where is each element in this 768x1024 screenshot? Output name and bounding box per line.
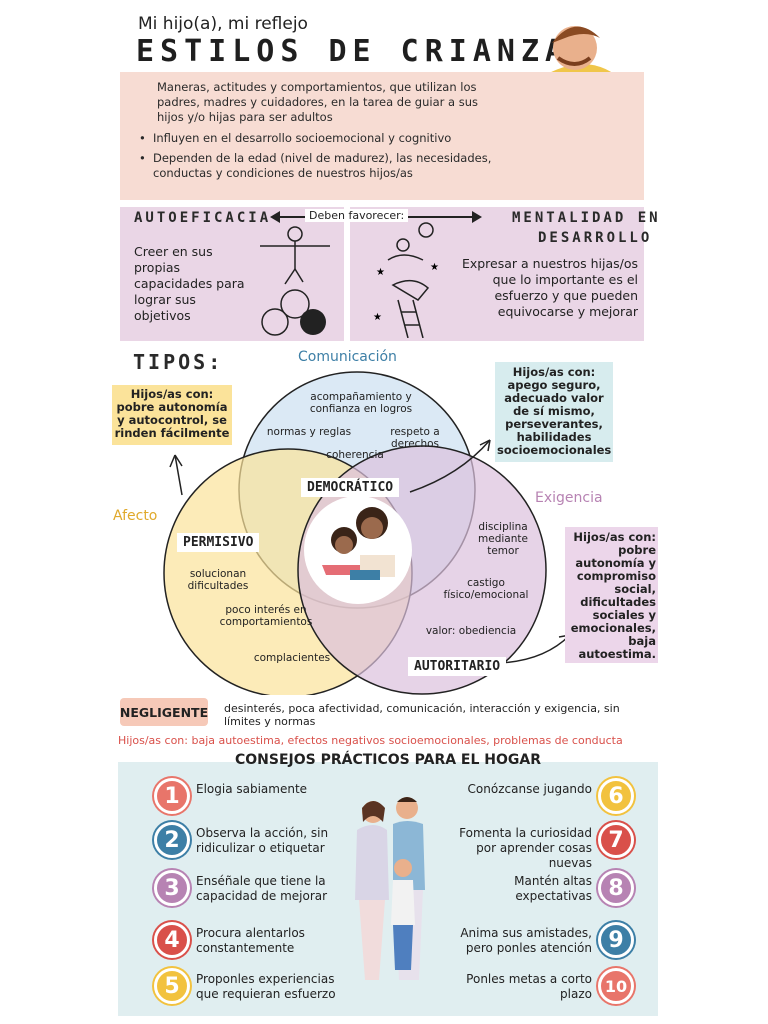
permisivo-label: PERMISIVO bbox=[177, 533, 260, 552]
axis-comunicacion: Comunicación bbox=[298, 349, 397, 365]
tip-text: Fomenta la curiosidad por aprender cosas… bbox=[459, 826, 592, 870]
tip-number-4: 4 bbox=[154, 922, 190, 958]
page-title: ESTILOS DE CRIANZA bbox=[136, 34, 570, 69]
intro-text: Maneras, actitudes y comportamientos, qu… bbox=[157, 80, 478, 124]
autoritario-outcome-card bbox=[565, 527, 658, 663]
intro-bullet: Dependen de la edad (nivel de madurez), … bbox=[137, 151, 497, 181]
mentalidad-title-line1: MENTALIDAD EN bbox=[512, 210, 661, 226]
democratico-note: acompañamiento y confianza en logros bbox=[309, 391, 413, 415]
tip-text: Mantén altas expectativas bbox=[514, 874, 592, 903]
tip-text: Ponles metas a corto plazo bbox=[466, 972, 592, 1001]
tip-number-3: 3 bbox=[154, 870, 190, 906]
tip-number-text: 1 bbox=[164, 783, 180, 809]
ladder-figure-icon: ★ ★ ★ bbox=[373, 222, 439, 338]
negligente-badge: NEGLIGENTE bbox=[120, 698, 208, 726]
tip-text: Elogia sabiamente bbox=[196, 782, 308, 796]
autoeficacia-text: Creer en sus propias capacidades para lo… bbox=[134, 244, 245, 323]
intro-bullet: Influyen en el desarrollo socioemocional… bbox=[137, 131, 497, 146]
negligente-hijos: Hijos/as con: baja autoestima, efectos n… bbox=[118, 734, 623, 747]
tip-number-text: 3 bbox=[164, 875, 180, 901]
tip-number-1: 1 bbox=[154, 778, 190, 814]
tip-text: Conózcanse jugando bbox=[467, 782, 592, 796]
page-subtitle: Mi hijo(a), mi reflejo bbox=[138, 14, 308, 34]
democratico-label: DEMOCRÁTICO bbox=[301, 478, 400, 497]
tip-number-6: 6 bbox=[598, 778, 634, 814]
mentalidad-title-line2: DESARROLLO bbox=[538, 230, 653, 246]
tip-number-text: 6 bbox=[608, 783, 624, 809]
tip-number-9: 9 bbox=[598, 922, 634, 958]
democratico-outcome-card bbox=[495, 362, 613, 462]
permisivo-note: poco interés en comportamientos bbox=[219, 604, 313, 628]
autoritario-label: AUTORITARIO bbox=[408, 657, 507, 676]
tip-number-text: 7 bbox=[608, 827, 624, 853]
balance-figure-icon bbox=[260, 226, 330, 336]
tip-text: Observa la acción, sin ridiculizar o eti… bbox=[196, 826, 329, 855]
tip-number-5: 5 bbox=[154, 968, 190, 1004]
permisivo-outcome-text: Hijos/as con: pobre autonomía y autocont… bbox=[114, 387, 230, 440]
mentalidad-panel bbox=[350, 207, 644, 341]
axis-afecto: Afecto bbox=[113, 508, 158, 524]
autoritario-note: disciplina mediante temor bbox=[478, 521, 528, 557]
autoritario-note: valor: obediencia bbox=[425, 625, 517, 637]
tip-number-text: 4 bbox=[164, 927, 180, 953]
family-illustration bbox=[355, 797, 425, 980]
tip-number-text: 5 bbox=[164, 973, 180, 999]
tip-number-text: 8 bbox=[608, 875, 624, 901]
democratico-note: respeto a derechos bbox=[390, 426, 440, 450]
tipos-title: TIPOS: bbox=[133, 350, 224, 374]
tip-text: Enséñale que tiene la capacidad de mejor… bbox=[196, 874, 328, 903]
democratico-note: normas y reglas bbox=[266, 426, 352, 438]
autoeficacia-title: AUTOEFICACIA bbox=[134, 210, 272, 226]
tip-text: Procura alentarlos constantemente bbox=[196, 926, 305, 955]
negligente-text: desinterés, poca afectividad, comunicaci… bbox=[224, 702, 620, 728]
tip-number-8: 8 bbox=[598, 870, 634, 906]
autoritario-outcome-text: Hijos/as con: pobre autonomía y compromi… bbox=[570, 530, 656, 661]
tip-number-text: 10 bbox=[604, 976, 628, 996]
svg-text:★: ★ bbox=[373, 312, 382, 323]
tip-text: Anima sus amistades, pero ponles atenció… bbox=[460, 926, 592, 955]
democratico-note: coherencia bbox=[326, 449, 384, 461]
tip-number-text: 9 bbox=[608, 927, 624, 953]
mentalidad-text: Expresar a nuestros hijas/os que lo impo… bbox=[461, 256, 638, 319]
tip-text: Proponles experiencias que requieran esf… bbox=[196, 972, 336, 1001]
tip-number-2: 2 bbox=[154, 822, 190, 858]
svg-text:★: ★ bbox=[430, 262, 439, 273]
permisivo-note: solucionan dificultades bbox=[187, 568, 249, 592]
axis-exigencia: Exigencia bbox=[535, 490, 603, 506]
permisivo-note: complacientes bbox=[253, 652, 331, 664]
democratico-outcome-text: Hijos/as con: apego seguro, adecuado val… bbox=[497, 365, 612, 457]
consejos-title: CONSEJOS PRÁCTICOS PARA EL HOGAR bbox=[234, 752, 542, 768]
deben-favorecer-label: Deben favorecer: bbox=[305, 209, 409, 222]
tip-number-10: 10 bbox=[598, 968, 634, 1004]
svg-text:★: ★ bbox=[376, 267, 385, 278]
permisivo-outcome-card bbox=[112, 385, 232, 445]
tip-number-7: 7 bbox=[598, 822, 634, 858]
autoritario-note: castigo físico/emocional bbox=[443, 577, 529, 601]
tip-number-text: 2 bbox=[164, 827, 180, 853]
